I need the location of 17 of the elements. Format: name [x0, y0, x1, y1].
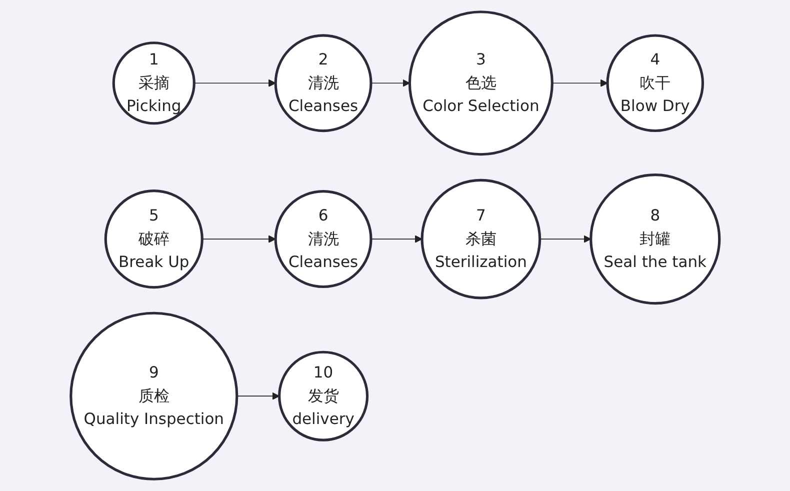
arrow — [202, 235, 276, 243]
node-circle: 6 清洗 Cleanses — [274, 190, 372, 288]
node-circle: 9 质检 Quality Inspection — [69, 312, 238, 480]
node-circle: 4 吹干 Blow Dry — [606, 34, 704, 132]
node-circle: 5 破碎 Break Up — [104, 190, 204, 289]
node-circle: 1 采摘 Picking — [112, 42, 196, 125]
arrow — [370, 235, 422, 243]
node-circle: 8 封罐 Seal the tank — [589, 174, 721, 305]
node-circle: 10 发货 delivery — [278, 350, 368, 442]
node-circle: 3 色选 Color Selection — [408, 10, 554, 156]
arrow — [194, 79, 276, 87]
node-circle: 2 清洗 Cleanses — [274, 34, 372, 132]
arrow — [539, 235, 592, 243]
node-circle: 7 杀菌 Sterilization — [420, 178, 541, 300]
arrow — [370, 79, 410, 87]
arrow — [552, 79, 608, 87]
arrow — [236, 392, 280, 400]
